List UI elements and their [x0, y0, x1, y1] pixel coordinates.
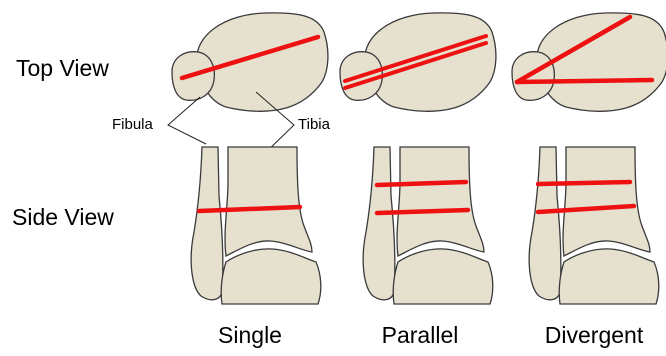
parallel-label: Parallel [360, 322, 480, 349]
tibia-top-single [197, 13, 328, 111]
divergent-screw-top-2 [517, 80, 652, 82]
divergent-screw-side-1 [538, 182, 630, 184]
fibula-side-single [191, 147, 223, 300]
single-label: Single [190, 322, 310, 349]
talus-side-divergent [559, 249, 659, 304]
fibula-leader [168, 97, 206, 144]
fibula-side-parallel [363, 147, 395, 300]
tibia-top-divergent [537, 13, 666, 111]
talus-side-parallel [393, 249, 493, 304]
side-view-parallel [363, 147, 493, 304]
side-view-divergent [529, 147, 659, 304]
top-view-single [172, 13, 328, 111]
fibula-label: Fibula [112, 116, 153, 133]
top-view-label: Top View [16, 55, 109, 82]
top-view-divergent [512, 13, 666, 111]
fibula-side-divergent [529, 147, 561, 300]
talus-side-single [221, 249, 321, 304]
tibia-side-divergent [563, 147, 650, 256]
tibia-label: Tibia [298, 116, 330, 133]
side-view-single [191, 147, 321, 304]
parallel-screw-side-2 [377, 210, 468, 213]
side-view-label: Side View [12, 204, 114, 231]
parallel-screw-side-1 [377, 182, 466, 185]
top-view-parallel [340, 13, 496, 111]
fibula-top-divergent [512, 52, 554, 101]
divergent-label: Divergent [524, 322, 664, 349]
tibia-side-single [225, 147, 312, 256]
tibia-side-parallel [397, 147, 484, 256]
